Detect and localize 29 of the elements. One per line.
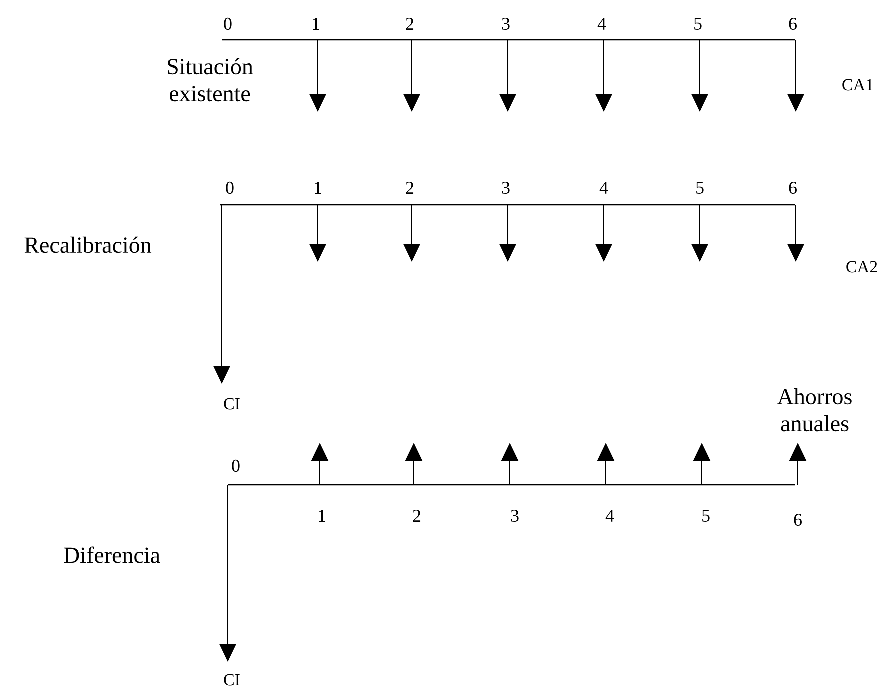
period-number: 4: [606, 510, 614, 522]
period-number: 2: [406, 182, 414, 194]
flow-label: CI: [224, 674, 240, 686]
period-number: 1: [315, 182, 322, 194]
period-number: 5: [694, 18, 702, 30]
row-label: Diferencia: [64, 546, 160, 564]
period-number: 5: [702, 510, 710, 522]
period-number: 3: [511, 510, 519, 522]
flow-label: CA1: [842, 79, 874, 91]
period-number: 0: [224, 18, 232, 30]
period-number: 4: [600, 182, 608, 194]
period-number: 4: [598, 18, 606, 30]
period-number: 6: [789, 182, 797, 194]
period-number: 0: [232, 460, 240, 472]
flow-label: CI: [224, 398, 240, 410]
flow-label: CA2: [846, 261, 878, 273]
row-label: Situación existente: [168, 58, 254, 102]
period-number: 3: [502, 182, 510, 194]
period-number: 5: [696, 182, 704, 194]
period-number: 6: [789, 18, 797, 30]
period-number: 2: [406, 18, 414, 30]
period-number: 1: [319, 510, 326, 522]
period-number: 0: [226, 182, 234, 194]
period-number: 2: [413, 510, 421, 522]
period-number: 1: [313, 18, 320, 30]
row-label: Recalibración: [24, 236, 152, 254]
row-label: Ahorros anuales: [778, 388, 852, 432]
period-number: 3: [502, 18, 510, 30]
period-number: 6: [794, 514, 802, 526]
